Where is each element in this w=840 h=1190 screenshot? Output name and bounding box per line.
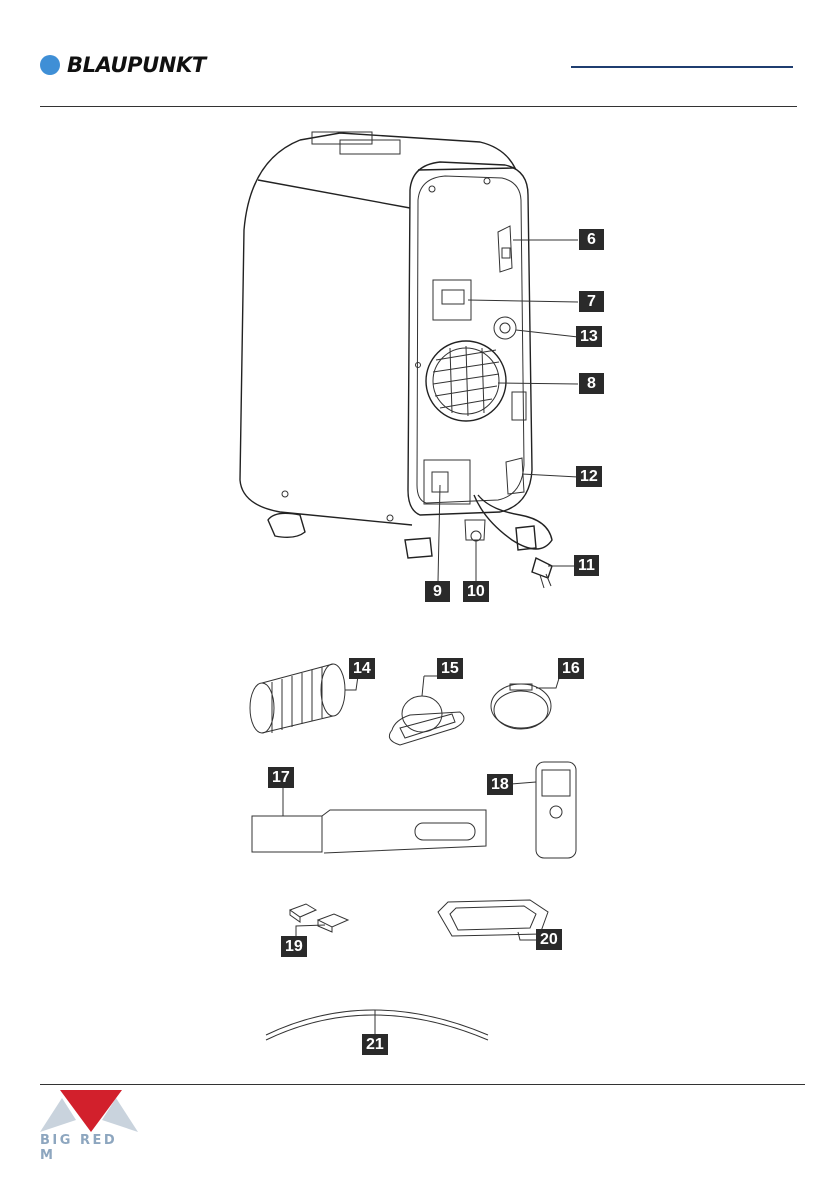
callout-8: 8 xyxy=(579,373,604,394)
callout-12: 12 xyxy=(576,466,602,487)
callout-19: 19 xyxy=(281,936,307,957)
callout-20: 20 xyxy=(536,929,562,950)
callout-13: 13 xyxy=(576,326,602,347)
callout-16: 16 xyxy=(558,658,584,679)
callout-9: 9 xyxy=(425,581,450,602)
callout-14: 14 xyxy=(349,658,375,679)
callout-21: 21 xyxy=(362,1034,388,1055)
callout-6: 6 xyxy=(579,229,604,250)
callout-7: 7 xyxy=(579,291,604,312)
callout-18: 18 xyxy=(487,774,513,795)
footer-divider xyxy=(40,1084,805,1085)
callout-17: 17 xyxy=(268,767,294,788)
big-red-m-logo-icon xyxy=(40,1088,140,1138)
callout-11: 11 xyxy=(574,555,599,576)
callout-15: 15 xyxy=(437,658,463,679)
callout-10: 10 xyxy=(463,581,489,602)
footer-logo-text: BIG RED M xyxy=(40,1133,136,1163)
